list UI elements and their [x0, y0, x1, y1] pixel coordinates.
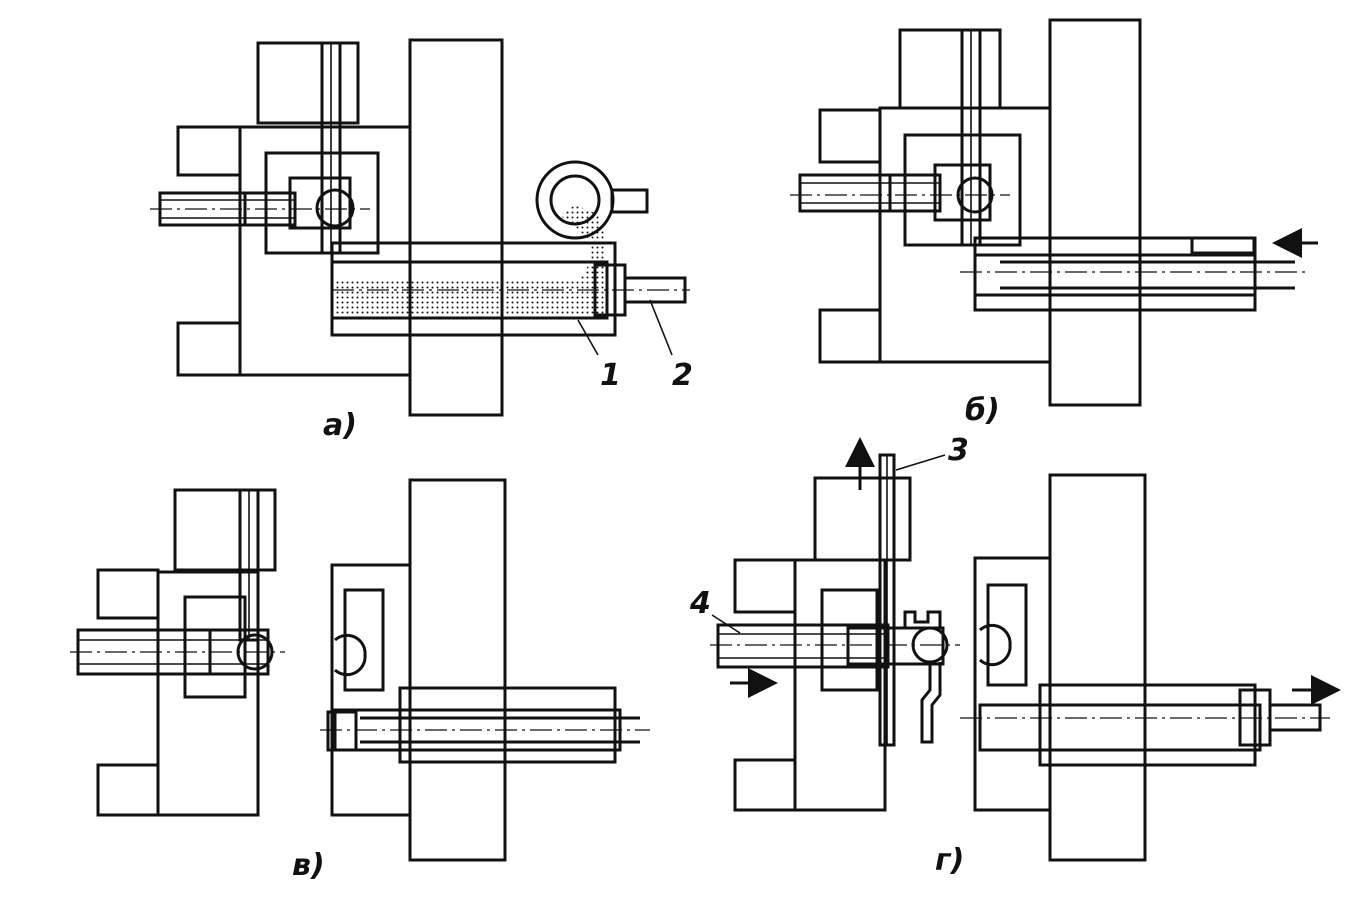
caption-g: г) [935, 843, 964, 878]
leader-1 [577, 319, 599, 356]
caption-a: а) [323, 408, 357, 443]
leader-2 [649, 299, 673, 356]
leader-3 [895, 454, 946, 471]
panel-v: в) [70, 478, 650, 883]
caption-v: в) [292, 848, 325, 883]
panel-b: б) [790, 18, 1318, 428]
caption-b: б) [965, 393, 1000, 428]
leader-4 [711, 614, 741, 634]
callout-4: 4 [689, 586, 711, 621]
callout-1: 1 [600, 358, 621, 393]
callout-3: 3 [948, 433, 969, 468]
panel-a: а) 1 2 [150, 38, 693, 443]
callout-2: 2 [672, 358, 693, 393]
panel-g: г) 3 4 [689, 433, 1341, 878]
